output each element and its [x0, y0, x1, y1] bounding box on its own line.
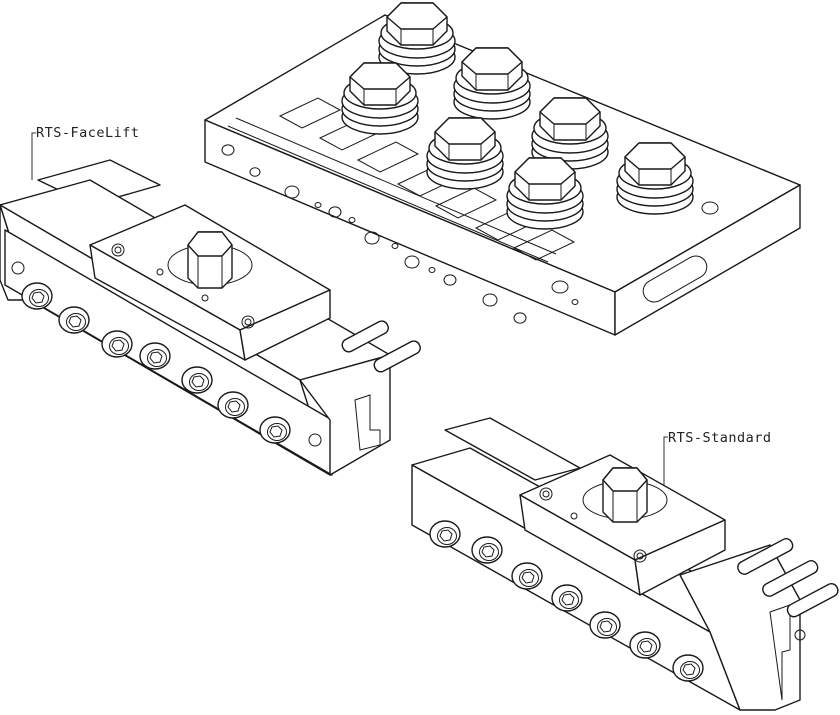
standard-port-1	[429, 520, 461, 548]
plate-side-face	[614, 184, 801, 336]
hex-nut-2	[341, 62, 419, 135]
facelift-port-6	[217, 391, 249, 419]
rts-plate-assembly	[204, 2, 801, 336]
standard-port-4	[551, 584, 583, 612]
standard-port-5	[589, 611, 621, 639]
facelift-port-5	[181, 366, 213, 394]
standard-port-3	[511, 562, 543, 590]
facelift-port-3	[101, 330, 133, 358]
rts-standard-module: RTS-Standard	[411, 417, 839, 711]
hex-nut-3	[453, 47, 531, 120]
facelift-port-4	[139, 342, 171, 370]
label-rts-facelift: RTS-FaceLift	[36, 125, 140, 141]
facelift-port-1	[21, 282, 53, 310]
facelift-port-2	[58, 306, 90, 334]
hex-nut-7	[616, 142, 694, 215]
rts-facelift-module: RTS-FaceLift	[0, 125, 421, 476]
hex-nut-6	[506, 157, 584, 230]
standard-port-2	[471, 536, 503, 564]
standard-port-7	[672, 654, 704, 682]
label-rts-standard: RTS-Standard	[668, 430, 772, 446]
facelift-port-7	[259, 416, 291, 444]
hex-nut-4	[426, 117, 504, 190]
standard-port-6	[629, 631, 661, 659]
